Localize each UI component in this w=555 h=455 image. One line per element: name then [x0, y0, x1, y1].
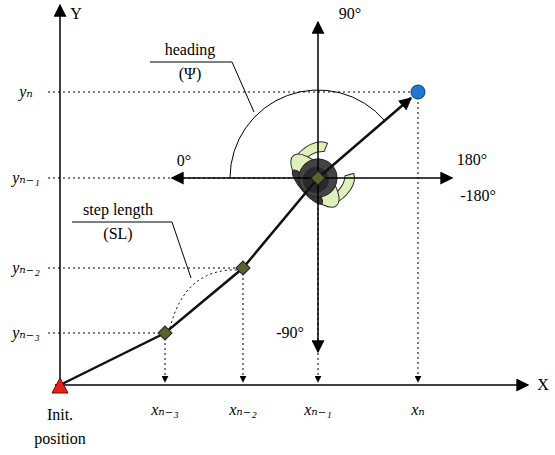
- coordinate-label: xₙ₋₃: [149, 399, 181, 421]
- coordinate-label: yₙ₋₁: [10, 167, 42, 189]
- leader-lines: [72, 62, 254, 278]
- projection-lines: [48, 92, 418, 382]
- coordinate-label: yₙ₋₃: [10, 322, 42, 344]
- angle-label: -180°: [458, 185, 498, 207]
- angle-label: -90°: [274, 322, 306, 344]
- axis-label: X: [535, 374, 551, 396]
- coordinate-label: xₙ: [409, 399, 427, 421]
- coordinate-label: xₙ₋₁: [302, 399, 334, 421]
- callout-label: heading (Ψ): [158, 38, 222, 86]
- axes: [55, 5, 528, 390]
- coordinate-label: yₙ: [17, 81, 35, 103]
- angle-label: 0°: [175, 150, 193, 172]
- angle-label: 90°: [337, 3, 363, 25]
- coordinate-label: yₙ₋₂: [10, 257, 42, 279]
- origin-label: Init. position: [28, 403, 92, 451]
- coordinate-label: xₙ₋₂: [227, 399, 259, 421]
- angle-label: 180°: [455, 149, 489, 171]
- person-top-view: [281, 133, 362, 216]
- trajectory: [52, 85, 425, 393]
- axis-label: Y: [68, 3, 84, 25]
- callout-label: step length (SL): [73, 198, 163, 246]
